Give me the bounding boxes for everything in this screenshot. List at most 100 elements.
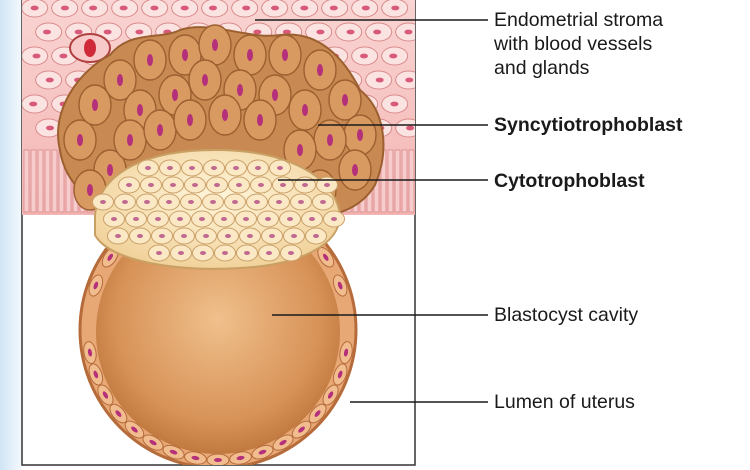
cytotrophoblast-cell xyxy=(215,245,236,261)
cytotrophoblast-cell xyxy=(160,160,181,176)
syncytiotrophoblast-cell xyxy=(339,150,371,190)
stroma-cell xyxy=(292,0,318,17)
label-endometrial-stroma-line-2: with blood vessels xyxy=(494,32,663,56)
cytotrophoblast-cell xyxy=(108,228,129,244)
syncytiotrophoblast-cell xyxy=(144,110,176,150)
stroma-cell xyxy=(366,71,392,89)
stroma-cell xyxy=(202,0,228,17)
stroma-cell xyxy=(142,0,168,17)
cytotrophoblast-cell xyxy=(196,228,217,244)
cytotrophoblast-cell xyxy=(218,228,239,244)
cytotrophoblast-cell xyxy=(163,177,184,193)
cytotrophoblast-cell xyxy=(152,228,173,244)
syncytiotrophoblast-cell xyxy=(244,100,276,140)
cytotrophoblast-cell xyxy=(281,245,302,261)
cytotrophoblast-cell xyxy=(262,228,283,244)
cytotrophoblast-cell xyxy=(138,160,159,176)
label-endometrial-stroma-line-3: and glands xyxy=(494,56,663,80)
stroma-cell xyxy=(382,47,408,65)
syncytiotrophoblast-cell xyxy=(189,60,221,100)
syncytiotrophoblast-cell xyxy=(289,90,321,130)
cytotrophoblast-cell xyxy=(302,211,323,227)
cytotrophoblast-cell xyxy=(126,211,147,227)
cytotrophoblast-cell xyxy=(181,194,202,210)
stroma-cell xyxy=(262,0,288,17)
stroma-cell xyxy=(382,95,408,113)
epithelial-cell xyxy=(24,150,29,212)
syncytiotrophoblast-cell xyxy=(314,120,346,160)
label-endometrial-stroma-line-1: Endometrial stroma xyxy=(494,8,663,32)
stroma-cell xyxy=(366,23,392,41)
stroma-cell xyxy=(52,0,78,17)
cytotrophoblast-cell xyxy=(192,211,213,227)
epithelial-cell xyxy=(395,150,400,212)
syncytiotrophoblast-cell xyxy=(199,25,231,65)
stroma-cell xyxy=(336,23,362,41)
cytotrophoblast-cell xyxy=(284,228,305,244)
epithelial-cell xyxy=(45,150,50,212)
syncytiotrophoblast-cell xyxy=(269,35,301,75)
stroma-cell xyxy=(22,0,48,17)
cytotrophoblast-cell xyxy=(93,194,114,210)
cytotrophoblast-cell xyxy=(229,177,250,193)
cytotrophoblast-cell xyxy=(324,211,345,227)
epithelial-cell xyxy=(409,150,414,212)
cytotrophoblast-cell xyxy=(104,211,125,227)
cytotrophoblast-cell xyxy=(226,160,247,176)
cytotrophoblast-cell xyxy=(171,245,192,261)
syncytiotrophoblast-cell xyxy=(209,95,241,135)
stroma-cell xyxy=(36,71,62,89)
cytotrophoblast-cell xyxy=(237,245,258,261)
cytotrophoblast-cell xyxy=(214,211,235,227)
cytotrophoblast-cell xyxy=(174,228,195,244)
cytotrophoblast-cell xyxy=(149,245,170,261)
stroma-cell xyxy=(352,0,378,17)
cytotrophoblast-cell xyxy=(115,194,136,210)
cytotrophoblast-cell xyxy=(291,194,312,210)
cytotrophoblast-cell xyxy=(236,211,257,227)
stroma-cell xyxy=(352,47,378,65)
cytotrophoblast-cell xyxy=(280,211,301,227)
cytotrophoblast-cell xyxy=(141,177,162,193)
cytotrophoblast-cell xyxy=(207,177,228,193)
label-endometrial-stroma: Endometrial stroma with blood vessels an… xyxy=(494,8,663,80)
epithelial-cell xyxy=(402,150,407,212)
syncytiotrophoblast-cell xyxy=(64,120,96,160)
stroma-cell xyxy=(382,0,408,17)
syncytiotrophoblast-cell xyxy=(234,35,266,75)
cytotrophoblast-cell xyxy=(270,160,291,176)
cytotrophoblast-cell xyxy=(225,194,246,210)
epithelial-cell xyxy=(38,150,43,212)
stroma-cell xyxy=(22,95,48,113)
stroma-cell xyxy=(396,119,422,137)
syncytiotrophoblast-cell xyxy=(134,40,166,80)
cytotrophoblast-cell xyxy=(119,177,140,193)
cytotrophoblast-cell xyxy=(193,245,214,261)
cytotrophoblast-cell xyxy=(148,211,169,227)
label-syncytiotrophoblast: Syncytiotrophoblast xyxy=(494,113,683,137)
cytotrophoblast-cell xyxy=(137,194,158,210)
cytotrophoblast-cell xyxy=(159,194,180,210)
stroma-cell xyxy=(396,23,422,41)
stroma-cell xyxy=(36,23,62,41)
cytotrophoblast-cell xyxy=(204,160,225,176)
cytotrophoblast-cell xyxy=(240,228,261,244)
cytotrophoblast-cell xyxy=(185,177,206,193)
epithelial-cell xyxy=(31,150,36,212)
cytotrophoblast-cell xyxy=(306,228,327,244)
cytotrophoblast-cell xyxy=(269,194,290,210)
stroma-cell xyxy=(396,71,422,89)
cytotrophoblast-cell xyxy=(313,194,334,210)
cytotrophoblast-cell xyxy=(182,160,203,176)
cytotrophoblast-cell xyxy=(247,194,268,210)
red-blood-cell xyxy=(84,39,96,57)
cytotrophoblast-cell xyxy=(259,245,280,261)
trophoblast-wall-cell xyxy=(207,454,229,466)
stroma-cell xyxy=(112,0,138,17)
cytotrophoblast-cell xyxy=(170,211,191,227)
cytotrophoblast-cell xyxy=(258,211,279,227)
stroma-cell xyxy=(172,0,198,17)
stroma-cell xyxy=(82,0,108,17)
cytotrophoblast-cell xyxy=(251,177,272,193)
